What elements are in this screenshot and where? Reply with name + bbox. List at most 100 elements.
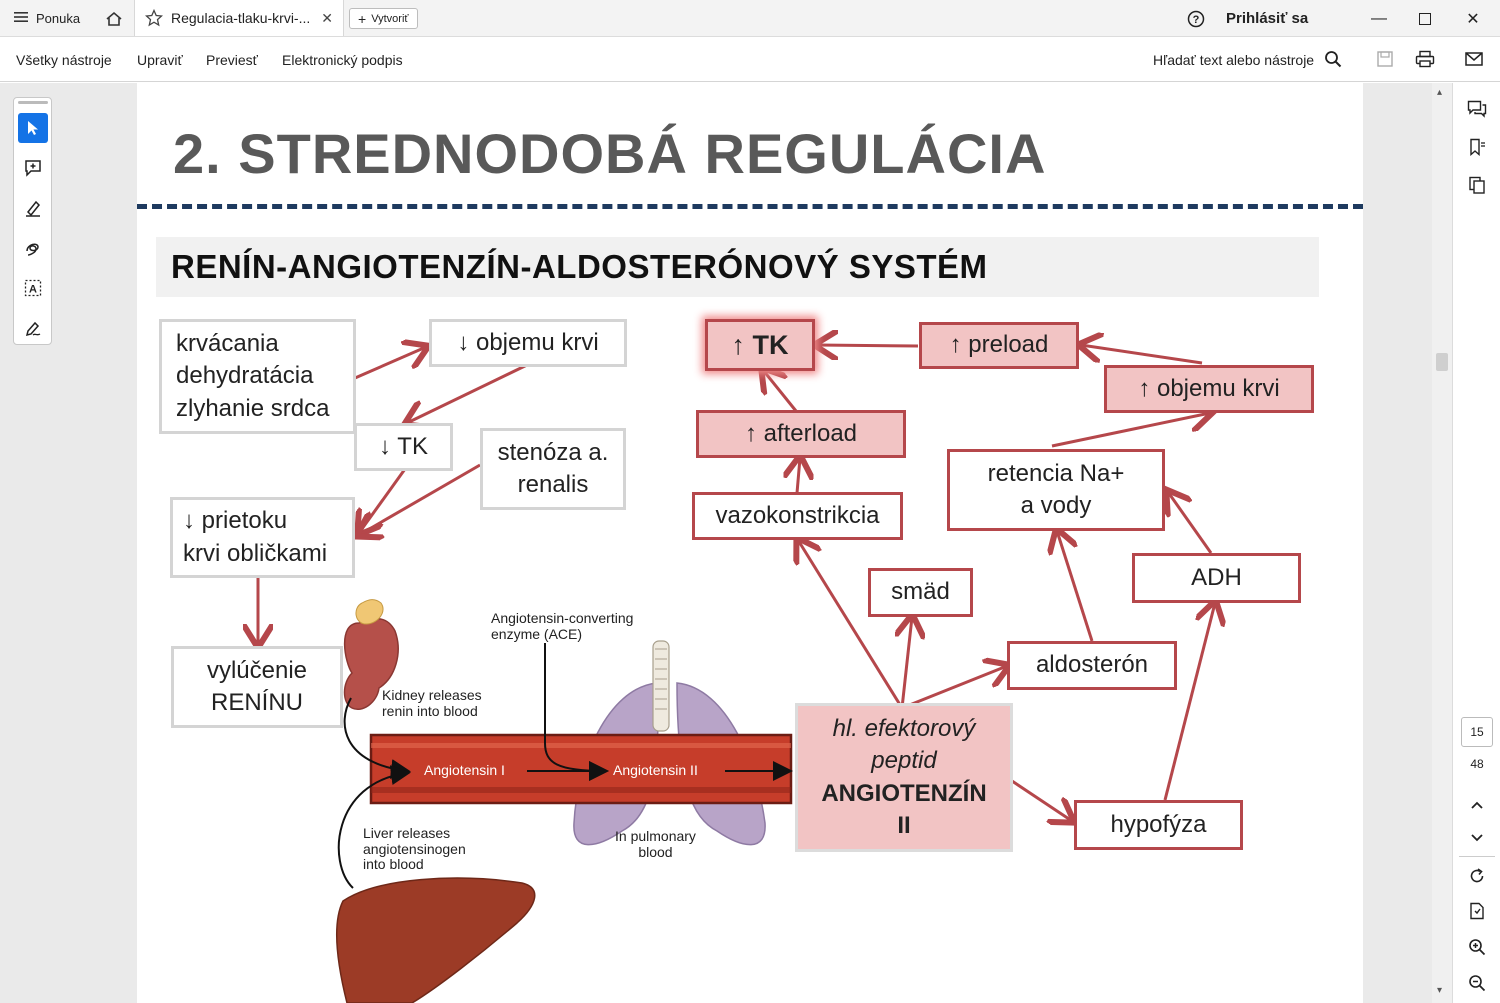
- renal-flow-down-box: ↓ prietoku krvi obličkami: [170, 497, 355, 578]
- raas-illustration: [336, 599, 793, 1003]
- scroll-down-icon[interactable]: ▾: [1437, 985, 1443, 996]
- renin-release-line2: RENÍNU: [210, 689, 303, 716]
- thirst-box: smäd: [868, 568, 973, 617]
- print-icon[interactable]: [1414, 48, 1436, 70]
- slide-title: 2. STREDNODOBÁ REGULÁCIA: [173, 122, 1047, 185]
- menu-all-tools[interactable]: Všetky nástroje: [16, 51, 112, 68]
- subtitle-bar: RENÍN-ANGIOTENZÍN-ALDOSTERÓNOVÝ SYSTÉM: [156, 237, 1319, 297]
- svg-text:A: A: [29, 284, 37, 296]
- zoom-in-icon[interactable]: [1465, 935, 1489, 959]
- renal-flow-line1: ↓ prietoku: [183, 507, 288, 535]
- blood-volume-up-box: ↑ objemu krvi: [1104, 365, 1314, 413]
- liver-image: [336, 877, 536, 1003]
- tab-title: Regulacia-tlaku-krvi-...: [171, 10, 311, 26]
- total-pages: 48: [1470, 757, 1484, 771]
- effector-line2: peptid: [871, 747, 937, 775]
- save-icon[interactable]: [1374, 48, 1396, 70]
- ace-label: Angiotensin-converting enzyme (ACE): [491, 610, 634, 642]
- vasoconstriction-box: vazokonstrikcia: [692, 492, 903, 540]
- maximize-icon[interactable]: [1402, 0, 1448, 37]
- search-tools-label[interactable]: Hľadať text alebo nástroje: [1153, 51, 1315, 68]
- retention-line2: a vody: [1020, 492, 1092, 519]
- pulmonary-label-line2: blood: [638, 843, 673, 860]
- rail-divider: [1459, 856, 1495, 857]
- create-button[interactable]: + Vytvoriť: [349, 8, 418, 29]
- comments-icon[interactable]: [1465, 97, 1489, 121]
- chevron-down-icon[interactable]: [1465, 826, 1489, 850]
- retention-line1: retencia Na+: [987, 459, 1125, 487]
- liver-label-line2: angiotensinogen: [363, 840, 466, 857]
- minimize-icon[interactable]: —: [1371, 9, 1387, 27]
- pages-icon[interactable]: [1465, 173, 1489, 197]
- document-tab[interactable]: Regulacia-tlaku-krvi-... ✕: [134, 0, 344, 36]
- chevron-up-icon[interactable]: [1465, 793, 1489, 817]
- blood-vessel: [369, 733, 793, 805]
- page-tools-icon[interactable]: [1465, 899, 1489, 923]
- menu-convert[interactable]: Previesť: [206, 51, 258, 68]
- kidney-label: Kidney releases renin into blood: [382, 687, 482, 719]
- adh-box: ADH: [1132, 553, 1301, 603]
- stenosis-line1: stenóza a.: [497, 438, 609, 466]
- afterload-up-box: ↑ afterload: [696, 410, 906, 458]
- close-tab-icon[interactable]: ✕: [321, 9, 333, 26]
- rail-handle[interactable]: [18, 101, 48, 104]
- angiotensin-ii-box: hl. efektorový peptid ANGIOTENZÍN II: [795, 703, 1013, 852]
- kidney-label-line1: Kidney releases: [382, 687, 482, 703]
- title-bar: Ponuka Regulacia-tlaku-krvi-... ✕ + Vytv…: [0, 0, 1500, 37]
- effector-line3: ANGIOTENZÍN: [821, 779, 987, 807]
- renin-release-line1: vylúčenie: [206, 656, 308, 684]
- draw-freeform-icon[interactable]: [18, 233, 48, 263]
- preload-up-box: ↑ preload: [919, 322, 1079, 369]
- stenosis-line2: renalis: [517, 471, 589, 498]
- sign-pen-icon[interactable]: [18, 313, 48, 343]
- create-label: Vytvoriť: [371, 12, 409, 25]
- close-window-icon[interactable]: ✕: [1466, 10, 1480, 28]
- zoom-out-icon[interactable]: [1465, 971, 1489, 995]
- hamburger-icon: [14, 11, 28, 26]
- rotate-icon[interactable]: [1465, 864, 1489, 888]
- help-icon[interactable]: ?: [1185, 0, 1207, 37]
- menu-edit[interactable]: Upraviť: [137, 51, 183, 68]
- home-button[interactable]: [100, 0, 128, 37]
- effector-line1: hl. efektorový: [832, 714, 976, 742]
- pulmonary-label: In pulmonary blood: [615, 828, 696, 860]
- renin-release-box: vylúčenie RENÍNU: [171, 646, 343, 728]
- liver-label-line3: into blood: [363, 856, 424, 873]
- ace-label-line1: Angiotensin-converting: [491, 610, 634, 626]
- menu-label: Ponuka: [36, 11, 81, 26]
- current-page-input[interactable]: 15: [1461, 717, 1493, 747]
- aldosterone-box: aldosterón: [1007, 641, 1177, 690]
- scroll-thumb[interactable]: [1436, 353, 1448, 371]
- blood-volume-down-box: ↓ objemu krvi: [429, 319, 627, 367]
- svg-text:?: ?: [1193, 14, 1200, 26]
- vertical-scrollbar[interactable]: ▴ ▾: [1432, 83, 1452, 1003]
- scroll-up-icon[interactable]: ▴: [1437, 87, 1443, 98]
- kidney-image: [343, 599, 399, 710]
- menu-bar: Všetky nástroje Upraviť Previesť Elektro…: [0, 37, 1500, 82]
- pdf-page: 2. STREDNODOBÁ REGULÁCIA RENÍN-ANGIOTENZ…: [137, 83, 1363, 1003]
- menu-e-signature[interactable]: Elektronický podpis: [282, 51, 403, 68]
- angiotensin-2-label: Angiotensin II: [613, 762, 698, 778]
- kidney-label-line2: renin into blood: [382, 702, 478, 719]
- cause-bleeding: krvácania: [176, 329, 279, 357]
- tool-rail: A: [13, 97, 52, 345]
- ace-label-line2: enzyme (ACE): [491, 625, 583, 642]
- sign-in-button[interactable]: Prihlásiť sa: [1226, 10, 1309, 27]
- effector-line4: II: [897, 811, 911, 839]
- liver-label: Liver releases angiotensinogen into bloo…: [363, 825, 466, 873]
- search-icon[interactable]: [1322, 48, 1344, 70]
- email-icon[interactable]: [1463, 48, 1485, 70]
- title-divider: [137, 204, 1363, 209]
- liver-label-line1: Liver releases: [363, 825, 451, 841]
- slide-subtitle: RENÍN-ANGIOTENZÍN-ALDOSTERÓNOVÝ SYSTÉM: [171, 248, 988, 285]
- bookmarks-icon[interactable]: [1465, 135, 1489, 159]
- pituitary-box: hypofýza: [1074, 800, 1243, 850]
- star-icon[interactable]: [145, 9, 163, 27]
- highlight-pen-icon[interactable]: [18, 193, 48, 223]
- text-recognition-icon[interactable]: A: [18, 273, 48, 303]
- plus-icon: +: [358, 10, 367, 27]
- select-tool-icon[interactable]: [18, 113, 48, 143]
- home-icon: [106, 11, 122, 26]
- add-comment-icon[interactable]: [18, 153, 48, 183]
- menu-button[interactable]: Ponuka: [14, 0, 80, 37]
